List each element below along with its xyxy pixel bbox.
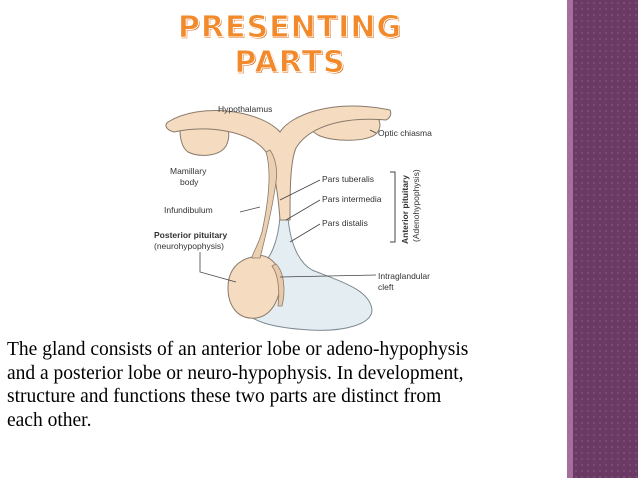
side-bar-texture <box>573 0 638 478</box>
pituitary-diagram-svg: Hypothalamus Optic chiasma Mamillary bod… <box>154 104 432 331</box>
leader-lines <box>199 129 377 283</box>
decorative-side-bar <box>567 0 638 478</box>
slide-body-text: The gland consists of an anterior lobe o… <box>7 338 567 432</box>
label-pars-intermedia: Pars intermedia <box>322 194 382 204</box>
anterior-bracket <box>390 171 396 243</box>
pars-intermedia-shape <box>271 263 285 307</box>
label-intraglandular-1: Intraglandular <box>378 271 430 281</box>
label-mamillary-2: body <box>180 177 199 187</box>
body-line: each other. <box>7 409 92 431</box>
infundibulum-shape <box>251 149 277 259</box>
label-posterior-2: (neurohypophysis) <box>154 241 224 251</box>
label-anterior-2: (Adenohypophysis) <box>411 169 421 242</box>
label-optic-chiasma: Optic chiasma <box>378 128 432 138</box>
body-line: and a posterior lobe or neuro-hypophysis… <box>7 362 464 384</box>
label-intraglandular-2: cleft <box>378 282 394 292</box>
side-bar-edge <box>567 0 573 478</box>
slide-title: PRESENTING PARTS <box>177 10 403 81</box>
label-pars-distalis: Pars distalis <box>322 218 368 228</box>
label-mamillary-1: Mamillary <box>170 166 207 176</box>
body-line: The gland consists of an anterior lobe o… <box>7 339 469 360</box>
hypothalamus-shape <box>165 105 392 221</box>
label-infundibulum: Infundibulum <box>164 205 213 215</box>
pituitary-diagram: Hypothalamus Optic chiasma Mamillary bod… <box>140 92 460 332</box>
label-hypothalamus: Hypothalamus <box>218 104 272 114</box>
label-posterior-1: Posterior pituitary <box>154 230 227 240</box>
label-pars-tuberalis: Pars tuberalis <box>322 174 374 184</box>
body-line: structure and functions these two parts … <box>7 386 442 407</box>
label-anterior-1: Anterior pituitary <box>400 175 410 244</box>
